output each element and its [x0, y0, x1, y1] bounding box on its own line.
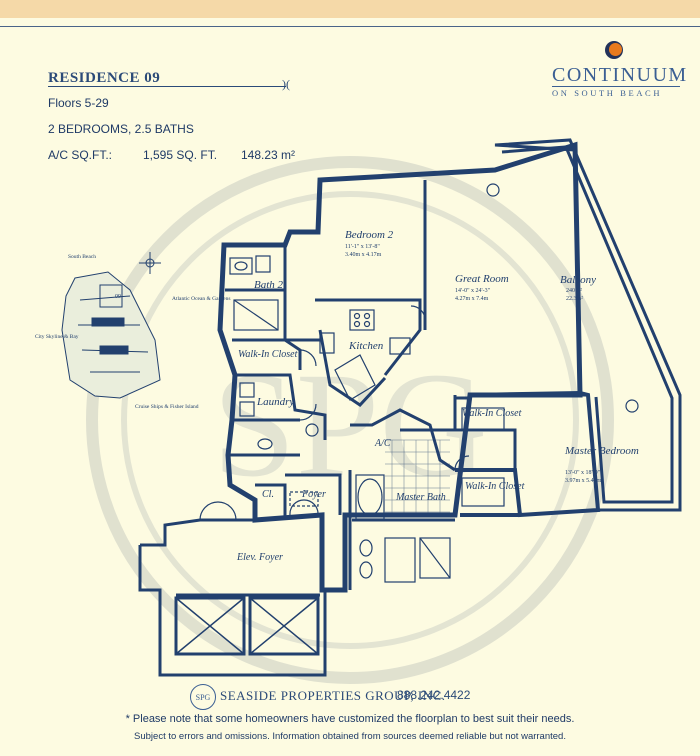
site-label-cruise: Cruise Ships & Fisher Island	[135, 404, 199, 410]
room-laundry: Laundry	[256, 396, 294, 408]
brand-name: CONTINUUM	[552, 64, 688, 86]
spg-logo-icon: SPG	[190, 684, 216, 710]
interior-walls	[225, 180, 517, 590]
room-bedroom2-dims: 11'-1" x 13'-8"	[345, 244, 380, 250]
room-closet: Cl.	[262, 489, 274, 500]
site-label-city: City Skyline & Bay	[35, 334, 79, 340]
room-bedroom2: Bedroom 2	[345, 229, 394, 241]
room-bedroom2-dims-m: 3.40m x 4.17m	[345, 252, 382, 258]
master-bath-tile	[385, 439, 450, 515]
header-rule	[0, 26, 700, 27]
room-elev-foyer: Elev. Foyer	[236, 552, 283, 563]
top-banner	[0, 0, 700, 18]
room-walkin-closet-2: Walk-In Closet	[462, 408, 522, 419]
residence-title: RESIDENCE 09	[48, 70, 161, 86]
room-balcony: Balcony	[560, 274, 596, 286]
floors-text: Floors 5-29	[48, 96, 109, 110]
room-master-bedroom: Master Bedroom	[564, 445, 639, 457]
site-map	[61, 252, 161, 399]
area-label: A/C SQ.FT.:	[48, 148, 113, 162]
site-unit-number: 09	[115, 294, 121, 300]
title-ornament: )(	[282, 77, 290, 91]
footer-phone[interactable]: 888.242.4422	[397, 688, 471, 702]
room-great-room: Great Room	[455, 273, 509, 285]
footer-note: * Please note that some homeowners have …	[125, 713, 575, 725]
bedrooms-baths-text: 2 BEDROOMS, 2.5 BATHS	[48, 122, 194, 136]
room-master-bedroom-dims-m: 3.97m x 5.49m	[565, 478, 602, 484]
brand-subtitle: ON SOUTH BEACH	[552, 88, 663, 98]
room-balcony-dims: 240 ft²	[566, 287, 582, 294]
compass-icon	[139, 252, 161, 274]
room-balcony-dims-m: 22.3m²	[566, 296, 583, 302]
room-walkin-closet-3: Walk-In Closet	[465, 481, 525, 492]
room-ac: A/C	[374, 438, 391, 449]
room-bath2: Bath 2	[254, 279, 284, 291]
room-foyer: Foyer	[301, 489, 326, 500]
footer-company: SEASIDE PROPERTIES GROUP, INC.	[220, 688, 446, 703]
door-swings	[199, 305, 470, 521]
room-labels: Bedroom 2 11'-1" x 13'-8" 3.40m x 4.17m …	[236, 229, 639, 563]
room-great-room-dims: 14'-0" x 24'-3"	[455, 288, 491, 294]
room-walkin-closet-1: Walk-In Closet	[238, 349, 298, 360]
brand-rule	[552, 86, 680, 87]
site-north-label: South Beach	[68, 254, 96, 260]
title-underline	[48, 86, 286, 87]
footer-disclaimer: Subject to errors and omissions. Informa…	[134, 731, 566, 742]
continuum-logo-icon	[605, 41, 623, 59]
room-master-bath: Master Bath	[395, 492, 446, 503]
room-master-bedroom-dims: 13'-0" x 18'-0"	[565, 470, 601, 476]
elevator-foyer-walls	[138, 518, 327, 677]
room-kitchen: Kitchen	[348, 340, 384, 352]
room-great-room-dims-m: 4.27m x 7.4m	[455, 296, 489, 302]
fixtures	[229, 183, 639, 583]
area-sqft: 1,595 SQ. FT.	[143, 148, 218, 162]
area-m2: 148.23 m²	[241, 148, 296, 162]
elevator-shafts	[174, 596, 320, 656]
site-label-ocean: Atlantic Ocean & Gardens	[172, 296, 231, 302]
